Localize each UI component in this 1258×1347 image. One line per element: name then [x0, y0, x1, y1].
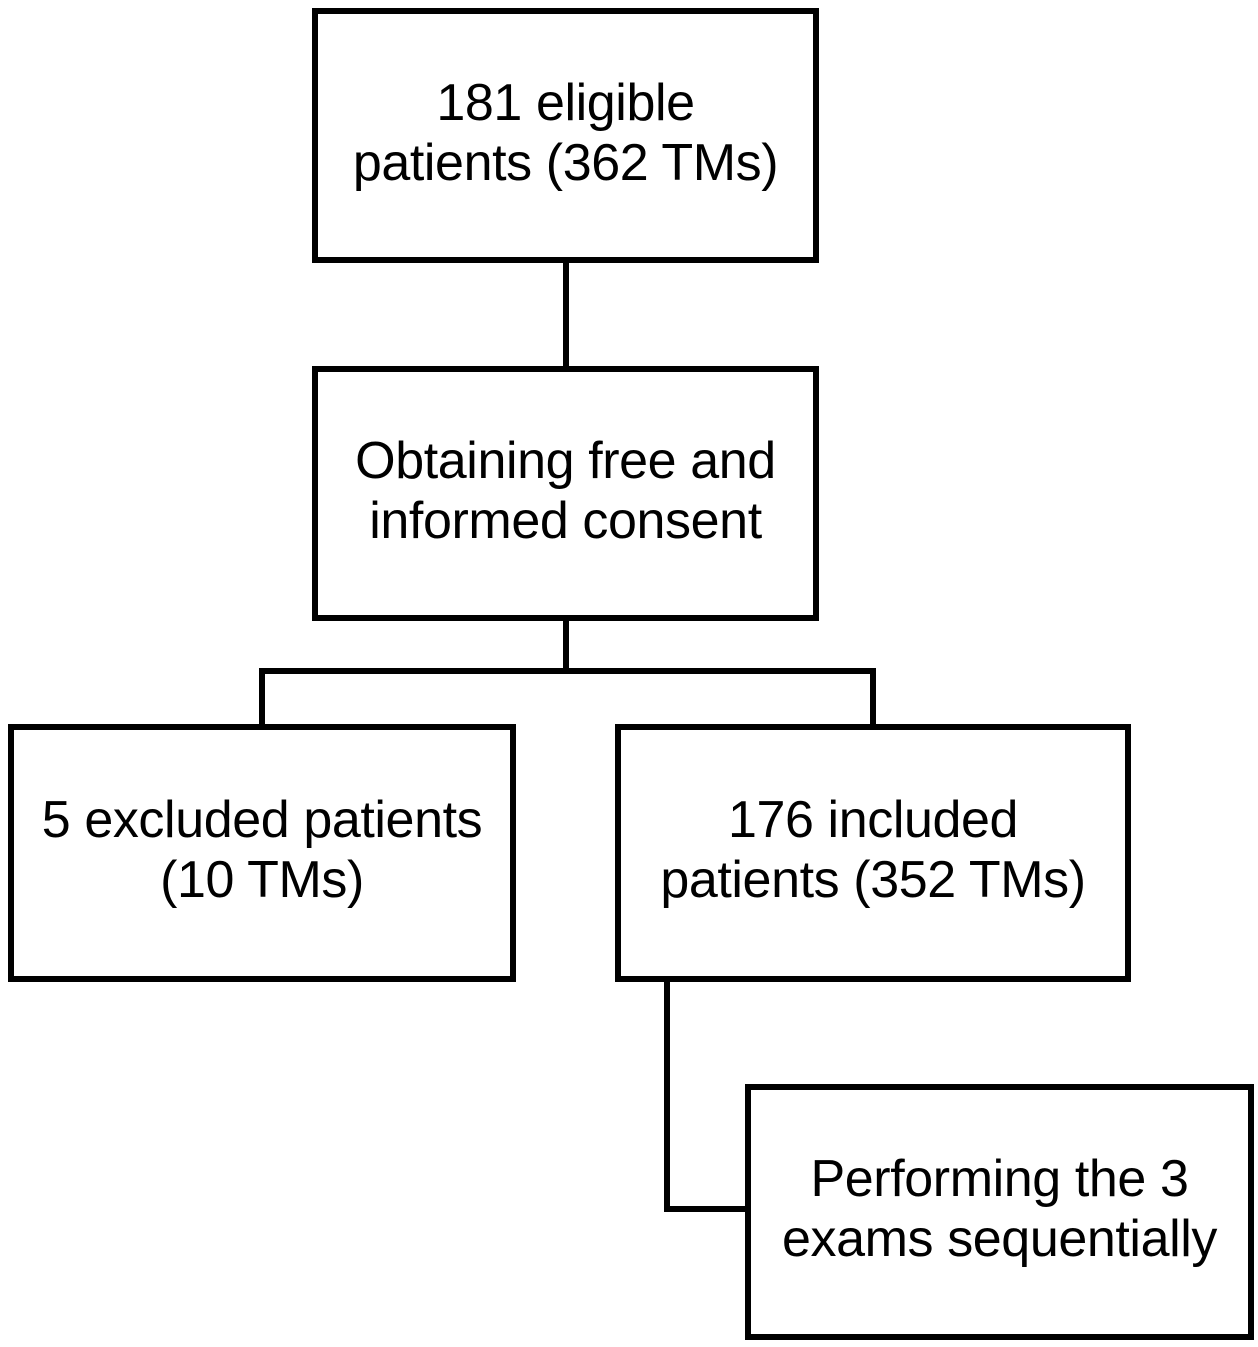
node-obtaining-consent: Obtaining free and informed consent [312, 366, 819, 621]
node-performing-exams-label: Performing the 3 exams sequentially [781, 1150, 1218, 1268]
connector-split-to-included [870, 668, 876, 728]
connector-consent-stem [563, 618, 569, 674]
node-performing-exams: Performing the 3 exams sequentially [745, 1084, 1254, 1340]
node-obtaining-consent-label: Obtaining free and informed consent [355, 431, 776, 550]
connector-included-stem [664, 978, 670, 1212]
node-eligible-patients: 181 eligible patients (362 TMs) [312, 8, 819, 263]
node-included-patients: 176 included patients (352 TMs) [615, 724, 1131, 982]
connector-eligible-to-consent [563, 260, 569, 370]
connector-included-to-exams [664, 1206, 752, 1212]
connector-split-to-excluded [259, 668, 265, 728]
node-excluded-patients-label: 5 excluded patients (10 TMs) [41, 791, 483, 909]
connector-split-horizontal-bar [259, 668, 876, 674]
node-eligible-patients-label: 181 eligible patients (362 TMs) [352, 73, 779, 192]
node-excluded-patients: 5 excluded patients (10 TMs) [8, 724, 516, 982]
node-included-patients-label: 176 included patients (352 TMs) [660, 791, 1086, 909]
